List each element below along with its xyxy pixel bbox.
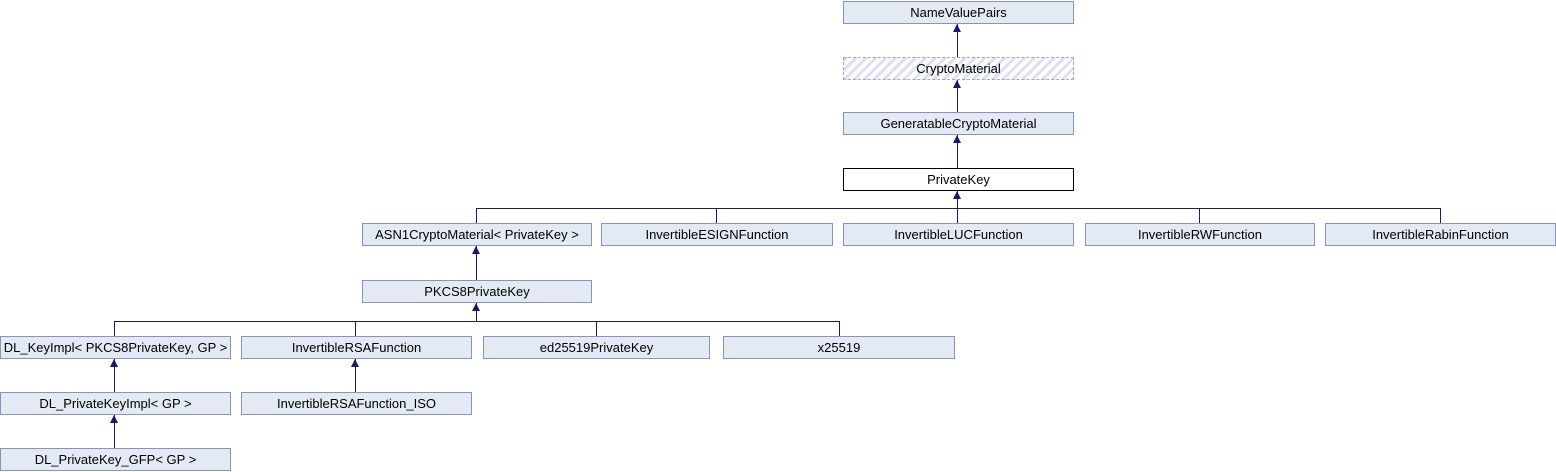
arrowhead-icon [110,415,118,423]
edge-trunk-to-privatekey [957,191,958,223]
node-invertibleesignfunction[interactable]: InvertibleESIGNFunction [601,223,833,246]
arrowhead-icon [472,246,480,254]
arrowhead-icon [110,359,118,367]
arrowhead-icon [953,80,961,88]
node-asn1cryptomaterial[interactable]: ASN1CryptoMaterial< PrivateKey > [362,223,592,246]
edge-stub-x25519 [839,321,840,336]
node-x25519[interactable]: x25519 [723,336,955,359]
edge-stub-asn1cryptomaterial [476,208,477,223]
arrowhead-icon [953,24,961,32]
edge-stub-invertiblerabinfunction [1440,208,1441,223]
edge-stub-invertibleesignfunction [716,208,717,223]
arrowhead-icon [953,191,961,199]
edge-pkcs8privatekey-to-asn1cryptomaterial [476,246,477,280]
node-namevaluepairs[interactable]: NameValuePairs [843,1,1074,24]
node-invertiblelucfunction[interactable]: InvertibleLUCFunction [843,223,1074,246]
edge-generatablecryptomaterial-to-cryptomaterial [957,80,958,112]
node-generatablecryptomaterial[interactable]: GeneratableCryptoMaterial [843,112,1074,135]
edge-trunk-to-pkcs8privatekey [476,303,477,321]
edge-bus-privatekey-children [476,208,1441,209]
arrowhead-icon [351,359,359,367]
edge-rsafunction-iso-to-rsafunction [355,359,356,392]
node-cryptomaterial[interactable]: CryptoMaterial [843,57,1074,80]
edge-privatekey-to-generatablecryptomaterial [957,135,958,168]
edge-dl-privatekey-gfp-to-dl-privatekeyimpl [114,415,115,448]
arrowhead-icon [472,303,480,311]
edge-stub-dl-keyimpl [114,321,115,336]
node-dl-privatekeyimpl[interactable]: DL_PrivateKeyImpl< GP > [0,392,231,415]
node-ed25519privatekey[interactable]: ed25519PrivateKey [483,336,710,359]
edge-dl-privatekeyimpl-to-dl-keyimpl [114,359,115,392]
edge-cryptomaterial-to-namevaluepairs [957,24,958,57]
node-dl-keyimpl[interactable]: DL_KeyImpl< PKCS8PrivateKey, GP > [0,336,231,359]
node-invertiblersafunction-iso[interactable]: InvertibleRSAFunction_ISO [241,392,472,415]
node-invertiblerabinfunction[interactable]: InvertibleRabinFunction [1325,223,1556,246]
node-dl-privatekey-gfp[interactable]: DL_PrivateKey_GFP< GP > [0,448,231,471]
edge-bus-pkcs8privatekey-children [114,321,840,322]
edge-stub-invertiblerwfunction [1199,208,1200,223]
node-invertiblerwfunction[interactable]: InvertibleRWFunction [1085,223,1315,246]
edge-stub-invertiblersafunction [355,321,356,336]
arrowhead-icon [953,135,961,143]
node-invertiblersafunction[interactable]: InvertibleRSAFunction [241,336,472,359]
node-pkcs8privatekey[interactable]: PKCS8PrivateKey [362,280,592,303]
edge-stub-ed25519privatekey [596,321,597,336]
node-privatekey: PrivateKey [843,168,1074,191]
